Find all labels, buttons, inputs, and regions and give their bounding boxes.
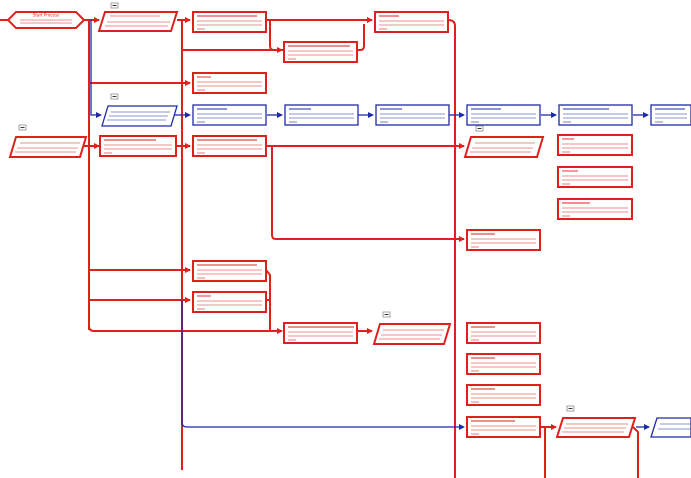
process-box-b5[interactable]	[558, 104, 633, 126]
process-box-b2[interactable]	[284, 104, 359, 126]
process-box-r8[interactable]	[283, 322, 358, 344]
collapse-icon[interactable]	[382, 311, 391, 318]
process-box-r7[interactable]	[192, 291, 267, 313]
process-box-r3[interactable]	[374, 11, 449, 33]
parallelogram-p6[interactable]	[555, 417, 637, 438]
red-connectors	[0, 17, 639, 478]
process-box-r6[interactable]	[192, 260, 267, 282]
collapse-icon[interactable]	[475, 125, 484, 132]
process-box-r1[interactable]	[192, 11, 267, 33]
process-boxes	[99, 11, 691, 438]
parallelogram-p1[interactable]	[97, 11, 179, 32]
start-label: Start Process	[33, 13, 59, 18]
blue-connectors	[90, 20, 650, 430]
parallelogram-p4[interactable]	[463, 136, 545, 158]
process-box-r17[interactable]	[466, 416, 541, 438]
process-box-r13[interactable]	[466, 229, 541, 251]
process-box-b1[interactable]	[192, 104, 267, 126]
process-box-r15[interactable]	[466, 353, 541, 375]
start-node[interactable]: Start Process	[6, 11, 86, 29]
collapse-icon[interactable]	[566, 405, 575, 412]
process-box-r9[interactable]	[99, 135, 177, 157]
process-box-r2[interactable]	[283, 41, 358, 63]
process-box-r11[interactable]	[557, 166, 633, 188]
collapse-icon[interactable]	[18, 124, 27, 131]
parallelogram-blue-2[interactable]	[650, 417, 691, 438]
parallelogram-p5[interactable]	[372, 323, 452, 345]
process-box-r4[interactable]	[192, 72, 267, 94]
process-box-r5[interactable]	[192, 135, 267, 157]
process-box-b3[interactable]	[375, 104, 450, 126]
process-box-r12[interactable]	[557, 198, 633, 220]
process-box-r14[interactable]	[466, 322, 541, 344]
process-box-b6[interactable]	[650, 104, 691, 126]
process-box-b4[interactable]	[466, 104, 541, 126]
collapse-icon[interactable]	[110, 93, 119, 100]
parallelogram-p-left[interactable]	[8, 136, 88, 158]
process-box-r16[interactable]	[466, 384, 541, 406]
process-box-r10[interactable]	[557, 134, 633, 156]
badges	[18, 2, 575, 412]
collapse-icon[interactable]	[110, 2, 119, 9]
parallelogram-blue-1[interactable]	[101, 105, 178, 127]
